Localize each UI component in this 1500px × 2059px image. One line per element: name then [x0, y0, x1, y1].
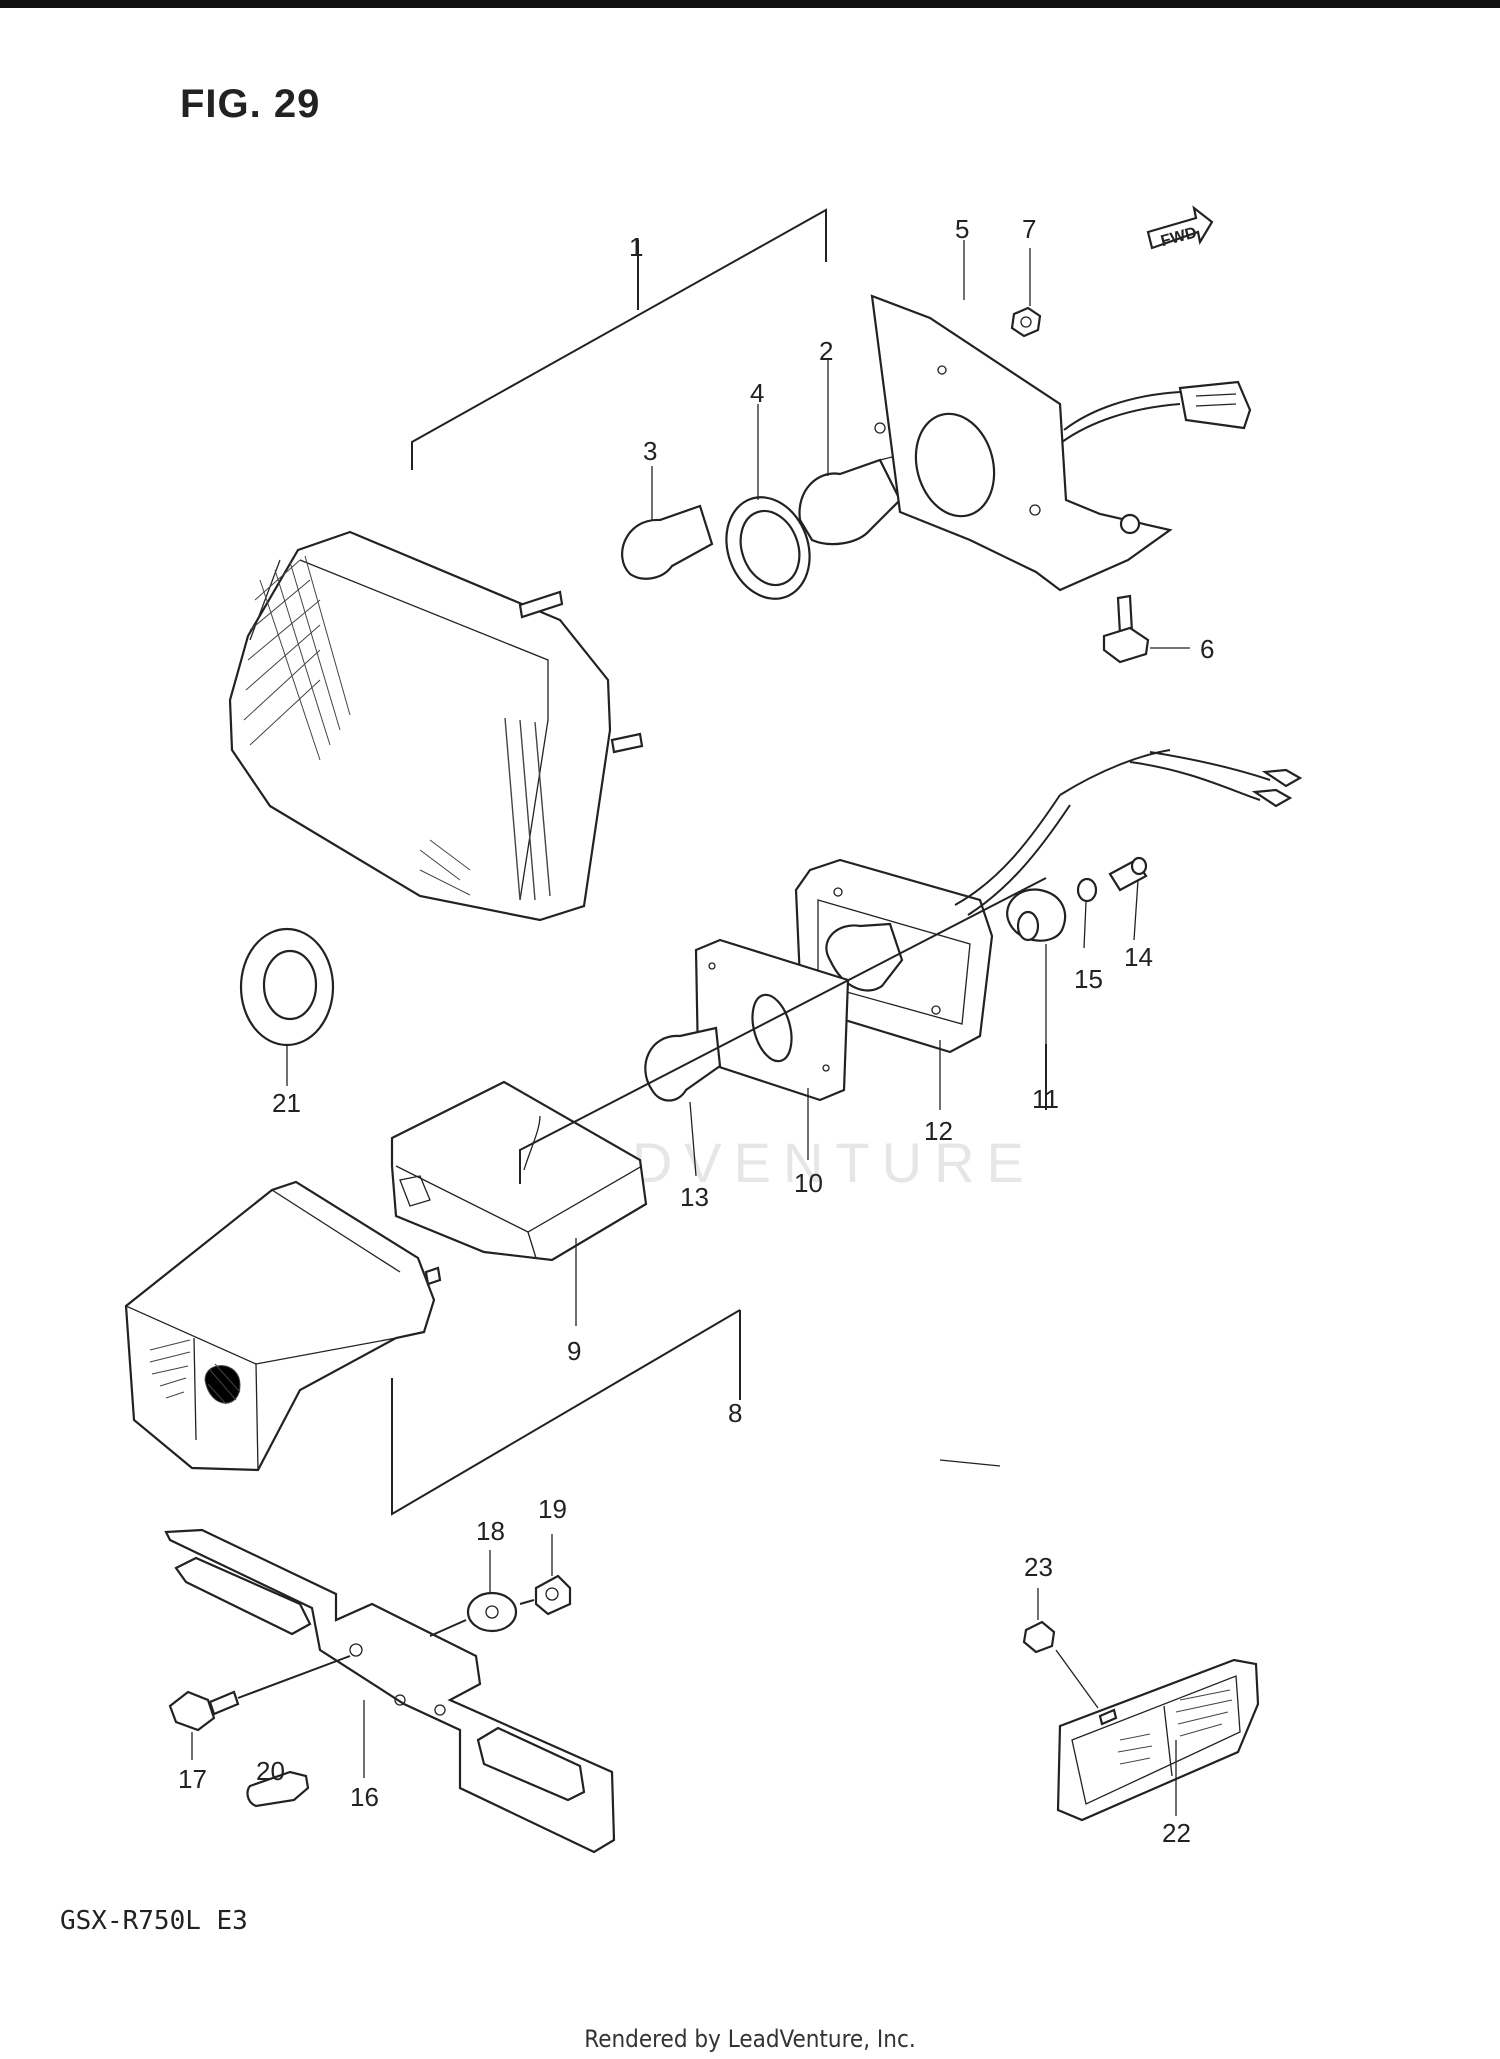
- license-bracket-16: [164, 1528, 616, 1854]
- callout-10: 10: [794, 1168, 823, 1198]
- callout-16: 16: [350, 1782, 379, 1812]
- bolt-17: [168, 1690, 240, 1732]
- callout-1: 1: [629, 232, 643, 262]
- washer-15: [1076, 877, 1098, 903]
- callout-7: 7: [1022, 214, 1036, 244]
- callout-12: 12: [924, 1116, 953, 1146]
- footer-credit: Rendered by LeadVenture, Inc.: [584, 2025, 916, 2053]
- bulb-20: [246, 1770, 310, 1808]
- grommet-11: [1006, 888, 1067, 942]
- bulb-13: [644, 1026, 722, 1102]
- callout-6: 6: [1200, 634, 1214, 664]
- spacer-14: [1108, 856, 1148, 892]
- callout-8: 8: [728, 1398, 742, 1428]
- callout-21: 21: [272, 1088, 301, 1118]
- callout-18: 18: [476, 1516, 505, 1546]
- callout-3: 3: [643, 436, 657, 466]
- callout-2: 2: [819, 336, 833, 366]
- callout-5: 5: [955, 214, 969, 244]
- grommet-21: [239, 927, 335, 1047]
- callout-14: 14: [1124, 942, 1153, 972]
- callout-15: 15: [1074, 964, 1103, 994]
- bulb-3: [621, 504, 714, 580]
- nut-23: [1022, 1620, 1056, 1654]
- callout-numbers: 1 2 3 4 5 6 7 8 9 10 11 12 13 14 15 16 1…: [178, 214, 1214, 1848]
- reflector-22: [1056, 1658, 1260, 1822]
- callout-23: 23: [1024, 1552, 1053, 1582]
- lamp-housing-8: [124, 1180, 442, 1472]
- top-border: [0, 0, 1500, 8]
- model-code: GSX-R750L E3: [60, 1906, 248, 1936]
- callout-9: 9: [567, 1336, 581, 1366]
- lamp-bracket-5: [870, 294, 1252, 592]
- callout-22: 22: [1162, 1818, 1191, 1848]
- tail-lamp-lens: [228, 530, 644, 922]
- figure-title: FIG. 29: [180, 82, 321, 126]
- nut-7: [1010, 306, 1042, 338]
- gasket-4: [725, 496, 811, 600]
- callout-11: 11: [1032, 1084, 1059, 1114]
- callout-13: 13: [680, 1182, 709, 1212]
- bolt-6: [1102, 594, 1150, 664]
- callout-4: 4: [750, 378, 764, 408]
- nut-19: [534, 1574, 572, 1616]
- callout-17: 17: [178, 1764, 207, 1794]
- fwd-arrow-icon: FWD: [1146, 205, 1214, 250]
- washer-18: [466, 1591, 518, 1633]
- callout-19: 19: [538, 1494, 567, 1524]
- callout-20: 20: [256, 1756, 285, 1786]
